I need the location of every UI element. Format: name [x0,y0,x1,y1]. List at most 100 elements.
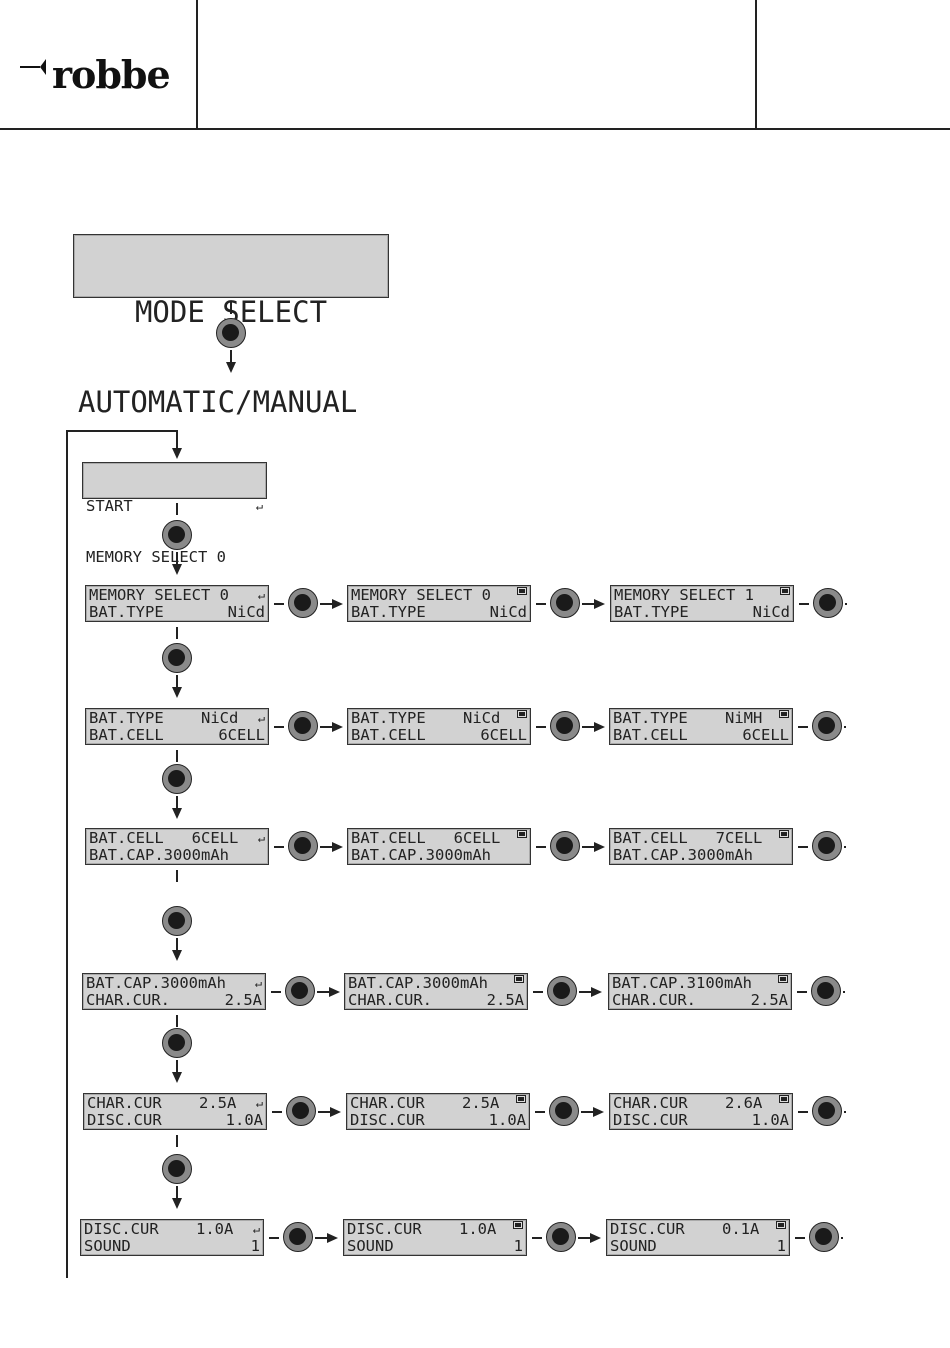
push-button[interactable] [216,318,246,348]
push-button[interactable] [550,831,580,861]
push-button[interactable] [812,711,842,741]
push-button[interactable] [283,1222,313,1252]
enter-icon: ↵ [252,1222,260,1236]
display-line1: DISC.CUR 1.0A [347,1220,497,1238]
arrow-down-icon [226,362,236,373]
push-button[interactable] [812,831,842,861]
connector-line [272,1111,282,1113]
connector-line [844,1111,846,1113]
push-button[interactable] [550,711,580,741]
display-line2-value: 6CELL [742,726,789,744]
push-button[interactable] [547,976,577,1006]
connector-line [230,302,232,314]
push-button[interactable] [549,1096,579,1126]
connector-line [176,1186,178,1198]
display-line2-label: CHAR.CUR. [612,991,696,1009]
display-line2-label: SOUND [84,1237,131,1255]
display-line2-label: BAT.CELL [89,726,164,744]
push-button[interactable] [285,976,315,1006]
connector-line [176,627,178,639]
connector-line [536,846,546,848]
connector-line [176,1060,178,1072]
enter-icon: ↵ [257,588,265,602]
display-line2-value: 6CELL [218,726,265,744]
push-button[interactable] [812,1096,842,1126]
connector-line [582,846,594,848]
push-button[interactable] [162,906,192,936]
display-line2-value: 2.5A [224,991,262,1009]
connector-line [274,726,284,728]
display-line2-label: BAT.CELL [613,726,688,744]
enter-icon: ↵ [255,1096,263,1110]
push-button[interactable] [288,588,318,618]
push-button[interactable] [162,643,192,673]
display-line2-label: BAT.CAP.3000mAh [89,846,229,864]
display-line2-value: NiCd [489,603,527,621]
connector-line [176,1015,178,1027]
push-button[interactable] [162,764,192,794]
connector-line [315,1237,327,1239]
push-button[interactable] [550,588,580,618]
connector-line [582,603,594,605]
square-cursor-icon [779,1095,789,1103]
lcd-display: BAT.CAP.3000mAh↵CHAR.CUR.2.5A [82,973,266,1010]
connector-line [66,430,177,432]
display-line1: BAT.TYPE NiCd [351,709,501,727]
arrow-down-icon [172,687,182,698]
push-button[interactable] [811,976,841,1006]
connector-line [176,552,178,564]
connector-line [176,938,178,950]
display-line1: MEMORY SELECT 1 [614,586,754,604]
square-cursor-icon [517,587,527,595]
header-rule [0,128,950,130]
display-line2-value: 6CELL [480,726,527,744]
connector-line [274,846,284,848]
enter-icon: ↵ [257,711,265,725]
arrow-right-icon [594,842,605,852]
start-display: START↵ MEMORY SELECT 0 [82,462,267,566]
display-line1: MEMORY SELECT 0 [351,586,491,604]
arrow-right-icon [593,1107,604,1117]
connector-line [317,991,329,993]
push-button[interactable] [288,831,318,861]
connector-line [176,870,178,882]
square-cursor-icon [513,1221,523,1229]
push-button[interactable] [546,1222,576,1252]
connector-line [269,1237,279,1239]
square-cursor-icon [779,830,789,838]
arrow-right-icon [327,1233,338,1243]
display-line2-value: 1 [250,1237,260,1255]
arrow-down-icon [172,448,182,459]
push-button[interactable] [813,588,843,618]
display-line1: DISC.CUR 0.1A [610,1220,760,1238]
connector-line [798,1111,808,1113]
display-line2-value: 2.5A [486,991,524,1009]
display-line2-label: DISC.CUR [613,1111,688,1129]
connector-line [271,991,281,993]
connector-line [844,726,846,728]
display-line1: BAT.CELL 7CELL [613,829,763,847]
connector-line [176,675,178,687]
push-button[interactable] [162,1028,192,1058]
connector-line [176,430,178,448]
connector-line [845,603,847,605]
push-button[interactable] [162,1154,192,1184]
push-button[interactable] [809,1222,839,1252]
push-button[interactable] [286,1096,316,1126]
header-divider-right [755,0,757,129]
display-line1: MEMORY SELECT 0 [89,586,229,604]
square-cursor-icon [516,1095,526,1103]
connector-line [797,991,807,993]
push-button[interactable] [162,520,192,550]
push-button[interactable] [288,711,318,741]
